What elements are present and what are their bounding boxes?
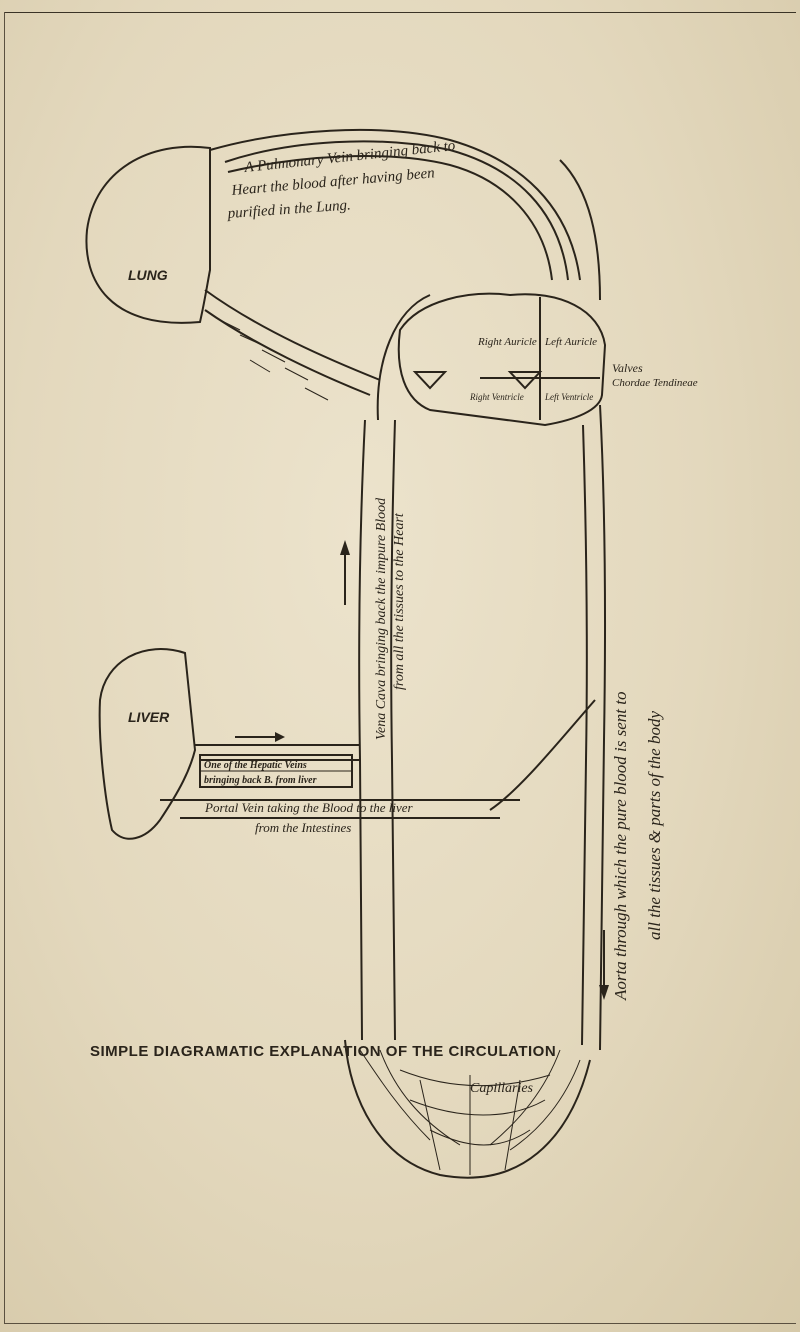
left-ventricle-label: Left Ventricle (544, 392, 593, 402)
valve-right (412, 371, 448, 390)
vena-cava-inner (390, 419, 396, 1041)
lung-shape (85, 145, 211, 324)
frame-bottom-border (4, 1323, 796, 1324)
vessel-lung-to-heart-a (204, 289, 381, 381)
diagram-caption: SIMPLE DIAGRAMATIC EXPLANATION OF THE CI… (90, 1043, 557, 1060)
pulmonary-artery-band (559, 159, 601, 301)
heart-outline (397, 292, 607, 427)
portal-vein-line2: from the Intestines (255, 820, 351, 835)
left-auricle-label: Left Auricle (544, 336, 597, 348)
right-ventricle-label: Right Ventricle (469, 392, 524, 402)
aorta-line2: all the tissues & parts of the body (645, 711, 664, 940)
superior-vena-cava (376, 294, 431, 421)
vena-cava-line1: Vena Cava bringing back the impure Blood (374, 497, 389, 740)
pulmonary-vein-inner (227, 155, 553, 281)
body-loop-left (344, 1039, 591, 1179)
vena-cava-line2: from all the tissues to the Heart (392, 512, 407, 690)
hepatic-vein-line1: One of the Hepatic Veins (204, 760, 307, 771)
liver-arrow-head (275, 732, 285, 742)
aorta-inner (581, 424, 588, 1046)
hepatic-vein-line2: bringing back B. from liver (204, 775, 317, 786)
capillaries-label: Capillaries (470, 1081, 534, 1096)
capillaries-network (359, 1049, 581, 1175)
aorta-outer (599, 404, 606, 1051)
frame-left-border (4, 12, 5, 1324)
valve-left (507, 371, 543, 390)
lung-vessel-hatching (219, 319, 329, 401)
liver-shape (98, 648, 197, 840)
chordae-label: Chordae Tendineae (612, 377, 698, 389)
liver-label: LIVER (128, 709, 170, 725)
intestine-branch (489, 699, 596, 811)
aorta-arrow-head (599, 985, 609, 1000)
pulmonary-vein-outer (209, 128, 581, 281)
vessel-lung-to-heart-b (204, 309, 371, 396)
valves-label: Valves (612, 361, 643, 375)
right-auricle-label: Right Auricle (477, 336, 537, 348)
lung-label: LUNG (128, 267, 168, 283)
pulmonary-vein-mid (224, 140, 569, 281)
aorta-line1: Aorta through which the pure blood is se… (611, 691, 630, 1001)
vena-cava-outer (358, 419, 366, 1041)
frame-top-border (4, 12, 796, 13)
cava-arrow-head (340, 540, 350, 555)
pulmonary-vein-line3: purified in the Lung. (226, 197, 351, 222)
portal-vein-line1: Portal Vein taking the Blood to the live… (204, 800, 414, 815)
